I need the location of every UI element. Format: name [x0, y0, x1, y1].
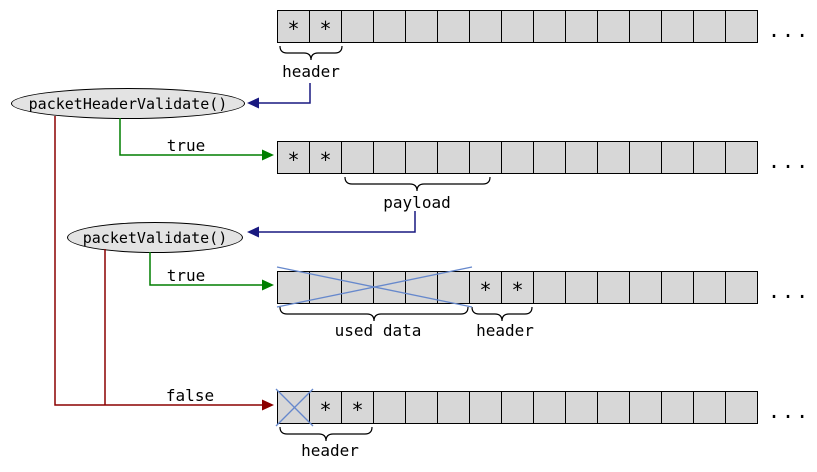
array-cell	[501, 10, 534, 43]
row2-payload-brace	[344, 176, 491, 192]
array-cell	[469, 141, 502, 174]
row4-header-brace	[279, 426, 373, 442]
array-cell: *	[277, 10, 310, 43]
array-cell	[661, 141, 694, 174]
array-cell	[533, 10, 566, 43]
array-cell: *	[309, 141, 342, 174]
array-cell	[533, 271, 566, 304]
array-cell	[565, 271, 598, 304]
array-cell	[533, 391, 566, 424]
array-cell	[661, 271, 694, 304]
array-cell	[693, 10, 726, 43]
array-cell	[629, 10, 662, 43]
array-cell	[469, 391, 502, 424]
array-cell	[693, 271, 726, 304]
array-cell	[501, 141, 534, 174]
array-cell	[405, 10, 438, 43]
array-cell	[437, 10, 470, 43]
row2-ellipsis: ...	[768, 149, 811, 173]
array-cell	[501, 391, 534, 424]
row3-header-brace	[471, 306, 533, 322]
array-cell	[405, 271, 438, 304]
array-cell	[277, 271, 310, 304]
array-cell	[565, 391, 598, 424]
array-cell	[373, 271, 406, 304]
array-cell	[469, 10, 502, 43]
row3-used-data-brace	[279, 306, 469, 322]
false-branch-label: false	[165, 386, 215, 405]
row1-header-label: header	[282, 62, 340, 81]
true-branch-label-1: true	[166, 136, 206, 155]
row3-ellipsis: ...	[768, 279, 811, 303]
row4-ellipsis: ...	[768, 399, 811, 423]
packet-array-row-2: **	[277, 141, 758, 174]
array-cell	[725, 10, 758, 43]
array-cell	[341, 141, 374, 174]
packet-array-row-4: **	[277, 391, 758, 424]
row1-header-brace	[279, 45, 343, 61]
array-cell	[565, 10, 598, 43]
array-cell: *	[341, 391, 374, 424]
array-cell	[725, 391, 758, 424]
header-to-validator-arrow	[247, 83, 311, 109]
payload-to-validator-arrow	[247, 211, 416, 238]
array-cell: *	[309, 391, 342, 424]
array-cell	[277, 391, 310, 424]
array-cell	[693, 141, 726, 174]
array-cell	[597, 271, 630, 304]
array-cell	[661, 10, 694, 43]
array-cell	[725, 141, 758, 174]
array-cell	[629, 271, 662, 304]
array-cell	[597, 141, 630, 174]
array-cell	[629, 391, 662, 424]
array-cell	[373, 141, 406, 174]
array-cell	[405, 391, 438, 424]
array-cell: *	[501, 271, 534, 304]
array-cell	[565, 141, 598, 174]
packet-header-validate-node: packetHeaderValidate()	[11, 88, 245, 119]
array-cell	[533, 141, 566, 174]
packet-array-row-1: **	[277, 10, 758, 43]
array-cell	[661, 391, 694, 424]
row1-ellipsis: ...	[768, 18, 811, 42]
array-cell: *	[309, 10, 342, 43]
array-cell	[341, 271, 374, 304]
array-cell	[373, 10, 406, 43]
row3-used-data-label: used data	[334, 321, 422, 340]
array-cell	[341, 10, 374, 43]
packet-validate-node: packetValidate()	[67, 222, 243, 253]
array-cell	[725, 271, 758, 304]
array-cell	[437, 271, 470, 304]
array-cell: *	[469, 271, 502, 304]
true-branch-label-2: true	[166, 266, 206, 285]
row3-header-label: header	[476, 321, 534, 340]
false-branch-arrow	[54, 116, 274, 411]
packet-array-row-3: **	[277, 271, 758, 304]
array-cell: *	[277, 141, 310, 174]
array-cell	[309, 271, 342, 304]
array-cell	[437, 141, 470, 174]
row2-payload-label: payload	[383, 193, 451, 212]
array-cell	[437, 391, 470, 424]
array-cell	[629, 141, 662, 174]
array-cell	[597, 10, 630, 43]
array-cell	[373, 391, 406, 424]
array-cell	[597, 391, 630, 424]
array-cell	[405, 141, 438, 174]
array-cell	[693, 391, 726, 424]
row4-header-label: header	[301, 441, 359, 460]
